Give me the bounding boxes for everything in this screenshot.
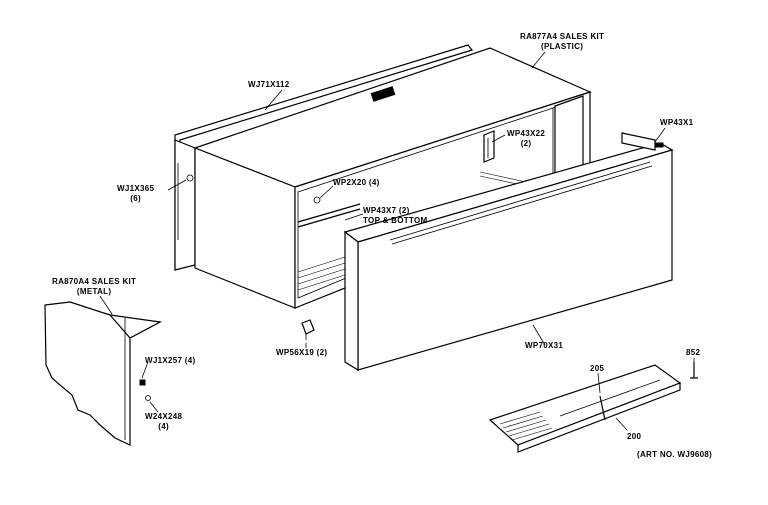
- label-wj1x365: WJ1X365 (6): [117, 184, 154, 204]
- label-ra877a4: RA877A4 SALES KIT (PLASTIC): [520, 32, 604, 52]
- label-wp70x31: WP70X31: [525, 341, 564, 350]
- label-w24x248: W24X248 (4): [145, 412, 182, 432]
- label-wp43x22: WP43X22 (2): [507, 129, 545, 149]
- label-wp43x7-line1: WP43X7 (2): [363, 206, 410, 215]
- label-wj1x257: WJ1X257 (4): [145, 356, 196, 365]
- label-wp2x20: WP2X20 (4): [333, 178, 380, 187]
- label-ra870a4-line2: (METAL): [76, 287, 112, 296]
- label-wj1x365-line1: WJ1X365: [117, 184, 155, 193]
- label-wp43x22-line1: WP43X22: [507, 129, 546, 138]
- label-wp43x1: WP43X1: [660, 118, 694, 127]
- label-art-number: (ART NO. WJ9608): [637, 450, 713, 459]
- label-ra870a4: RA870A4 SALES KIT (METAL): [52, 277, 136, 297]
- label-wj1x365-line2: (6): [130, 194, 141, 203]
- front-panel-wp70x31: [343, 132, 674, 372]
- label-ra877a4-line2: (PLASTIC): [540, 42, 584, 51]
- label-ra870a4-line1: RA870A4 SALES KIT: [52, 277, 137, 286]
- tray-200-205: [488, 364, 682, 453]
- label-wp56x19: WP56X19 (2): [276, 348, 328, 357]
- metal-kit-panel: [44, 301, 162, 446]
- label-205: 205: [590, 364, 605, 373]
- label-w24x248-line2: (4): [158, 422, 169, 431]
- label-wp43x22-line2: (2): [520, 139, 532, 148]
- label-200: 200: [627, 432, 642, 441]
- label-ra877a4-line1: RA877A4 SALES KIT: [520, 32, 605, 41]
- screw-852: [690, 362, 698, 379]
- label-852: 852: [686, 348, 701, 357]
- label-w24x248-line1: W24X248: [145, 412, 183, 421]
- mounting-plate: [174, 44, 474, 271]
- label-wp43x7-line2: TOP & BOTTOM: [363, 216, 428, 225]
- clip-wp56x19: [301, 319, 315, 340]
- label-wj71x112: WJ71X112: [248, 80, 290, 89]
- label-wp43x7: WP43X7 (2) TOP & BOTTOM: [363, 206, 428, 226]
- leader-lines: [99, 51, 695, 431]
